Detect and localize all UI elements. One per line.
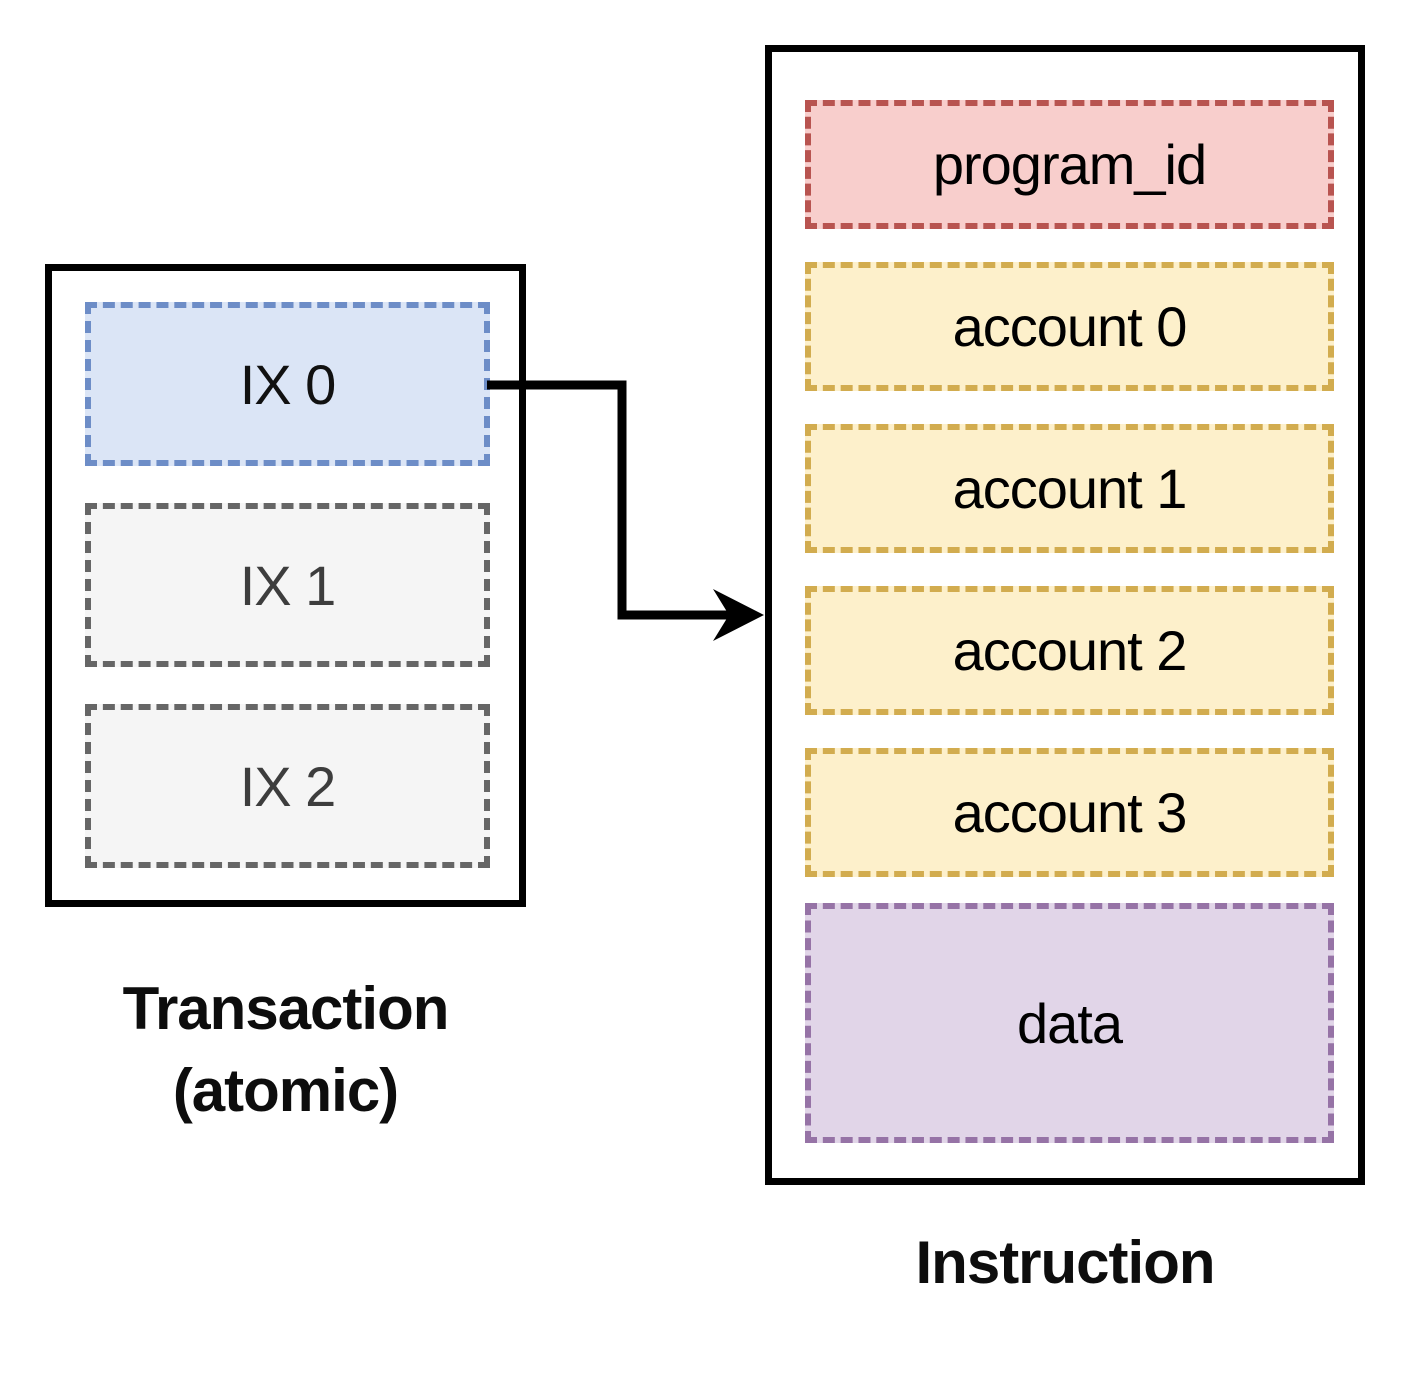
field-account-3: account 3 xyxy=(805,748,1334,877)
field-account-0: account 0 xyxy=(805,262,1334,391)
ix0-label: IX 0 xyxy=(239,352,337,416)
account-3-label: account 3 xyxy=(952,781,1188,844)
field-account-1: account 1 xyxy=(805,424,1334,553)
transaction-caption-line2: (atomic) xyxy=(172,1057,399,1124)
transaction-caption: Transaction (atomic) xyxy=(45,968,526,1132)
instruction-caption-text: Instruction xyxy=(915,1229,1216,1296)
account-1-label: account 1 xyxy=(952,457,1188,520)
field-account-2: account 2 xyxy=(805,586,1334,715)
field-data: data xyxy=(805,903,1334,1143)
account-0-label: account 0 xyxy=(952,295,1188,358)
instruction-caption: Instruction xyxy=(765,1228,1365,1298)
ix2-label: IX 2 xyxy=(239,754,337,818)
transaction-caption-line1: Transaction xyxy=(122,975,450,1042)
ix1-box: IX 1 xyxy=(85,503,490,667)
account-2-label: account 2 xyxy=(952,619,1188,682)
ix1-label: IX 1 xyxy=(239,553,337,617)
arrow-head xyxy=(713,589,764,641)
ix2-box: IX 2 xyxy=(85,704,490,868)
data-label: data xyxy=(1017,991,1123,1055)
field-program-id: program_id xyxy=(805,100,1334,229)
ix0-box: IX 0 xyxy=(85,302,490,466)
program-id-label: program_id xyxy=(932,133,1207,196)
